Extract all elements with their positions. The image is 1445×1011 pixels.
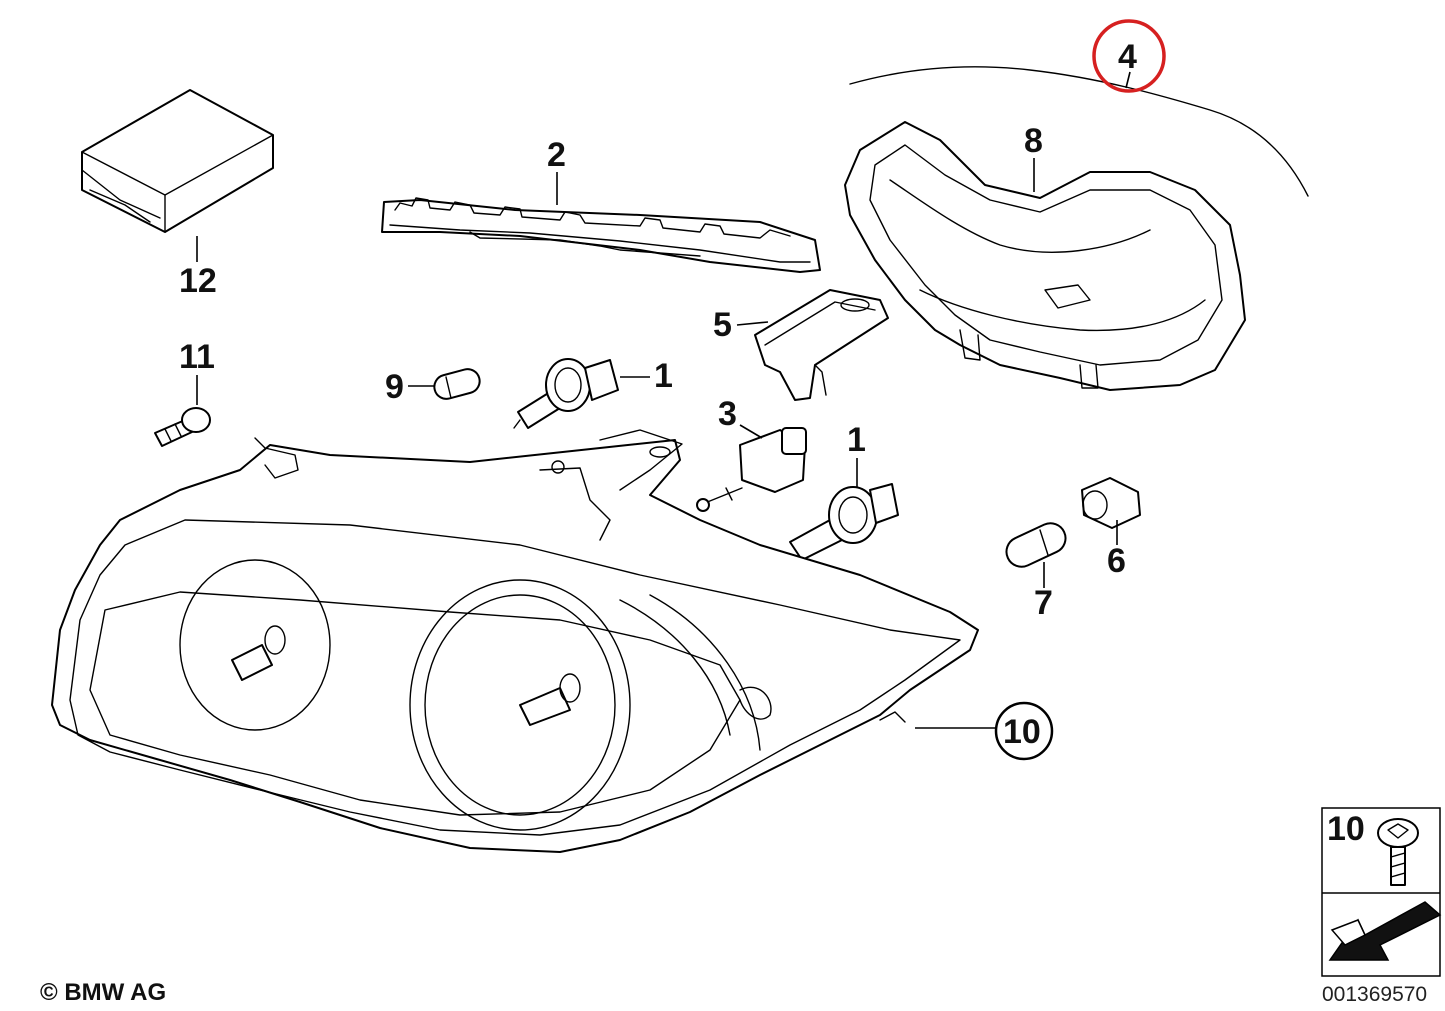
callout-10[interactable]: 10 xyxy=(1003,713,1041,751)
part-1-bulb-upper[interactable] xyxy=(513,358,619,429)
headlight-housing[interactable] xyxy=(51,429,979,853)
callout-11[interactable]: 11 xyxy=(179,338,215,376)
part-5-clip[interactable] xyxy=(754,289,889,401)
callout-7[interactable]: 7 xyxy=(1034,584,1053,622)
legend-number: 10 xyxy=(1327,810,1365,848)
part-6-socket[interactable] xyxy=(1081,477,1141,529)
callout-5[interactable]: 5 xyxy=(713,306,732,344)
leader-3 xyxy=(739,424,763,439)
part-1-bulb-lower[interactable] xyxy=(789,483,899,561)
part-11-screw[interactable] xyxy=(154,407,211,447)
part-4-wire[interactable] xyxy=(849,66,1309,197)
copyright-text: © BMW AG xyxy=(40,979,166,1006)
callout-1a[interactable]: 1 xyxy=(654,357,673,395)
callout-2[interactable]: 2 xyxy=(547,136,566,174)
callout-6[interactable]: 6 xyxy=(1107,542,1126,580)
screw-icon xyxy=(1377,818,1419,886)
diagram-code: 001369570 xyxy=(1322,983,1427,1006)
callout-4[interactable]: 4 xyxy=(1118,38,1137,76)
leader-5 xyxy=(736,321,769,326)
callout-10-circle xyxy=(994,701,1054,761)
callout-3[interactable]: 3 xyxy=(718,395,737,433)
callout-12[interactable]: 12 xyxy=(179,262,217,300)
part-3-adjuster[interactable] xyxy=(696,427,807,512)
legend-box[interactable]: 10 xyxy=(1321,807,1442,977)
part-9-bulb[interactable] xyxy=(432,366,483,401)
part-8-cover[interactable] xyxy=(844,121,1246,391)
part-2-bracket[interactable] xyxy=(381,197,821,273)
arrow-icon xyxy=(1328,901,1442,961)
highlight-circle-4 xyxy=(1092,19,1166,93)
callout-8[interactable]: 8 xyxy=(1024,122,1043,160)
part-7-bulb[interactable] xyxy=(1002,518,1071,571)
part-12-box[interactable] xyxy=(81,89,274,233)
leader-4 xyxy=(1125,71,1131,89)
callout-9[interactable]: 9 xyxy=(385,368,404,406)
callout-1b[interactable]: 1 xyxy=(847,421,866,459)
